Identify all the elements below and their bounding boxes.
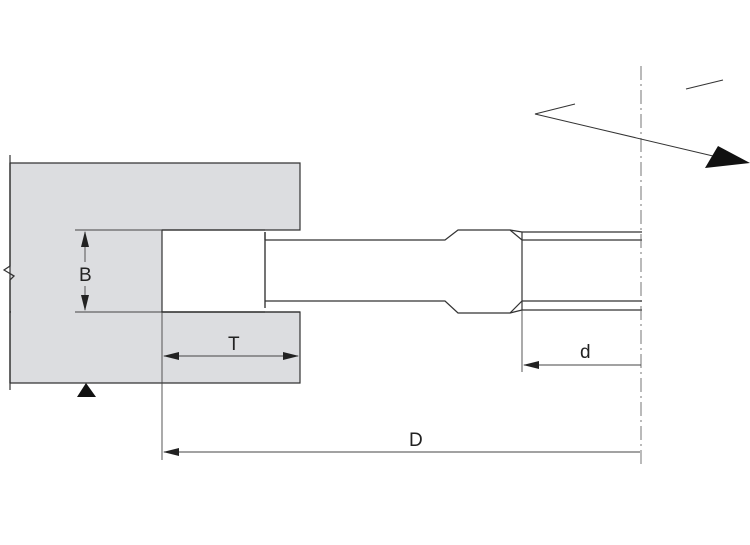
dimension-D: D (163, 430, 640, 456)
rotation-arrow (534, 103, 731, 161)
workpiece-upper (9, 162, 301, 313)
dimension-B: B (72, 229, 162, 313)
dimension-d: d (521, 310, 641, 372)
cutter-shank (264, 232, 642, 314)
dimension-T: T (161, 312, 299, 460)
workpiece-lower (9, 311, 301, 384)
cutter-flange (521, 231, 642, 311)
label-T: T (228, 334, 240, 355)
reference-triangle (77, 383, 96, 397)
label-D: D (409, 430, 423, 451)
rotation-arrowhead (705, 146, 750, 168)
arrow-tick (685, 79, 724, 90)
label-B: B (79, 265, 92, 286)
label-d: d (580, 342, 591, 363)
